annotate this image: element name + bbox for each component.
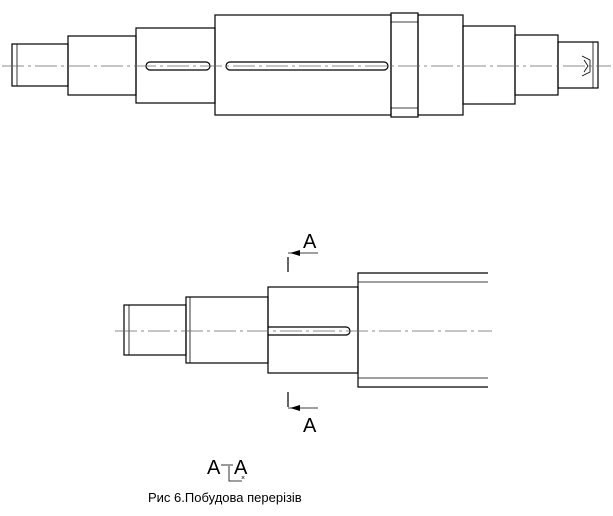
keyway-main	[225, 61, 389, 71]
shaft-main-body	[214, 14, 392, 116]
section-title: A A ×	[207, 457, 248, 482]
figure-caption: Рис 6.Побудова перерізів	[148, 490, 302, 505]
detail-step-2	[185, 296, 269, 364]
detail-end	[123, 304, 187, 356]
shaft-step-right-1	[462, 25, 516, 105]
section-title-right: A	[234, 457, 248, 479]
section-label-top: A	[303, 231, 317, 253]
shaft-right-end	[557, 41, 599, 89]
detail-step-3	[267, 286, 359, 374]
shaft-detail-view: A A	[115, 231, 492, 437]
shaft-collar	[390, 12, 419, 118]
shaft-step-2	[67, 35, 137, 96]
shaft-body-right	[417, 14, 464, 116]
section-title-left: A	[207, 457, 221, 479]
section-label-bottom: A	[303, 415, 317, 437]
shaft-step-right-2	[514, 34, 559, 96]
shaft-full-view	[2, 12, 611, 118]
shaft-step-3	[135, 27, 216, 104]
section-arrowhead-top	[290, 250, 300, 256]
section-arrowhead-bottom	[290, 405, 300, 411]
section-title-marker	[228, 466, 242, 482]
keyway-left	[145, 61, 211, 71]
shaft-left-end	[11, 43, 69, 87]
section-title-small-mark: ×	[241, 475, 245, 482]
detail-body	[357, 272, 488, 388]
